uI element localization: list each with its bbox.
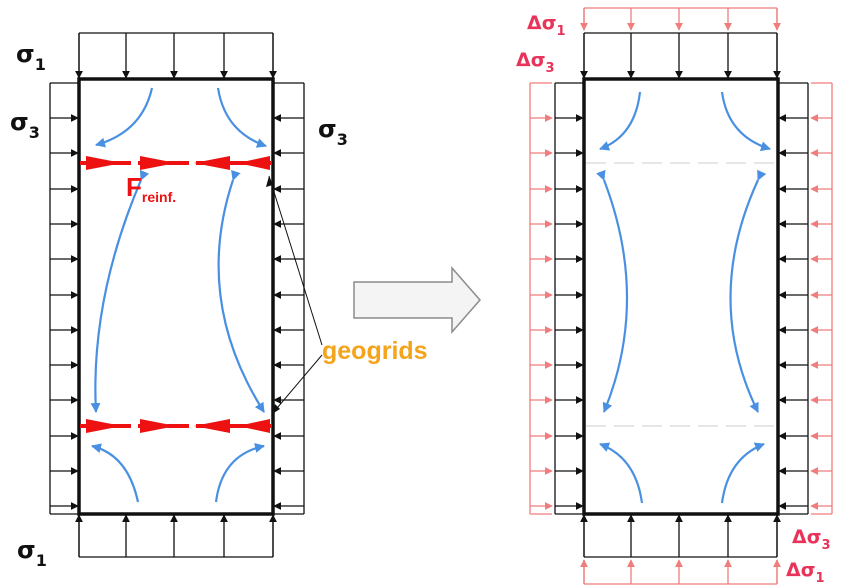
- sigma1-top-label: σ1: [16, 40, 46, 74]
- flow-arrow: [720, 442, 765, 504]
- reinforcement-force-arrow: [140, 419, 176, 433]
- sigma3-right-label: σ3: [318, 115, 348, 149]
- right-left-load-frame: [554, 82, 584, 515]
- leader-arrowhead: [272, 404, 280, 414]
- right-bottom-increment-frame: [580, 559, 781, 585]
- geogrids-label: geogrids: [322, 337, 428, 365]
- reinforcement-force-arrow: [194, 419, 230, 433]
- right-top-increment-frame: [580, 7, 781, 31]
- right-panel: Δσ1 Δσ3 Δσ3 Δσ1: [516, 7, 833, 586]
- block-right-arrow-icon: [353, 266, 481, 334]
- delta-sigma1-top-label: Δσ1: [527, 12, 566, 39]
- reinforcement-force-arrow: [86, 419, 122, 433]
- flow-arrow: [214, 443, 265, 503]
- right-geogrid-traces: [586, 162, 776, 427]
- reinforcement-force-arrow: [238, 419, 270, 433]
- right-bottom-load-frame: [580, 514, 781, 558]
- flow-arrow: [599, 91, 642, 151]
- right-soil-sample: [582, 77, 780, 516]
- delta-sigma3-top-label: Δσ3: [516, 49, 555, 76]
- left-bottom-load-frame: [75, 514, 277, 558]
- right-right-increment-frame: [810, 82, 833, 515]
- flow-arrow: [216, 87, 267, 148]
- reinforcement-force-label: Freinf.: [126, 172, 176, 205]
- sigma1-bottom-label: σ1: [17, 536, 47, 570]
- leader-line: [271, 354, 323, 415]
- left-flow-arrows: [90, 87, 267, 503]
- left-panel: σ1 σ1 σ3 σ3 Freinf. geogrids: [10, 32, 428, 570]
- leader-arrowhead: [266, 176, 273, 187]
- flow-arrow: [90, 169, 150, 413]
- right-flow-arrows: [596, 91, 771, 504]
- right-left-increment-frame: [529, 82, 553, 515]
- flow-arrow: [95, 87, 154, 148]
- geogrid-lower: [80, 419, 272, 433]
- reinforcement-force-arrow: [194, 156, 230, 170]
- right-top-load-frame: [580, 32, 781, 79]
- left-soil-sample: [77, 77, 275, 516]
- reinforcement-force-arrow: [140, 156, 176, 170]
- flow-arrow: [217, 169, 265, 413]
- geogrid-upper: [80, 156, 272, 170]
- leader-line: [268, 175, 323, 346]
- flow-arrow: [729, 169, 767, 413]
- left-top-load-frame: [75, 32, 277, 79]
- right-right-load-frame: [778, 82, 809, 515]
- geogrid-leader-lines: [266, 175, 323, 415]
- flow-arrow: [596, 169, 629, 413]
- left-right-load-frame: [273, 82, 305, 515]
- reinforcement-force-arrow: [86, 156, 122, 170]
- flow-arrow: [91, 443, 140, 503]
- reinforcement-force-arrow: [238, 156, 270, 170]
- left-left-load-frame: [49, 82, 79, 515]
- flow-arrow: [720, 91, 771, 152]
- sigma3-left-label: σ3: [10, 108, 40, 142]
- flow-arrow: [599, 442, 644, 504]
- delta-sigma3-bottom-label: Δσ3: [792, 526, 831, 553]
- delta-sigma1-bottom-label: Δσ1: [786, 559, 825, 586]
